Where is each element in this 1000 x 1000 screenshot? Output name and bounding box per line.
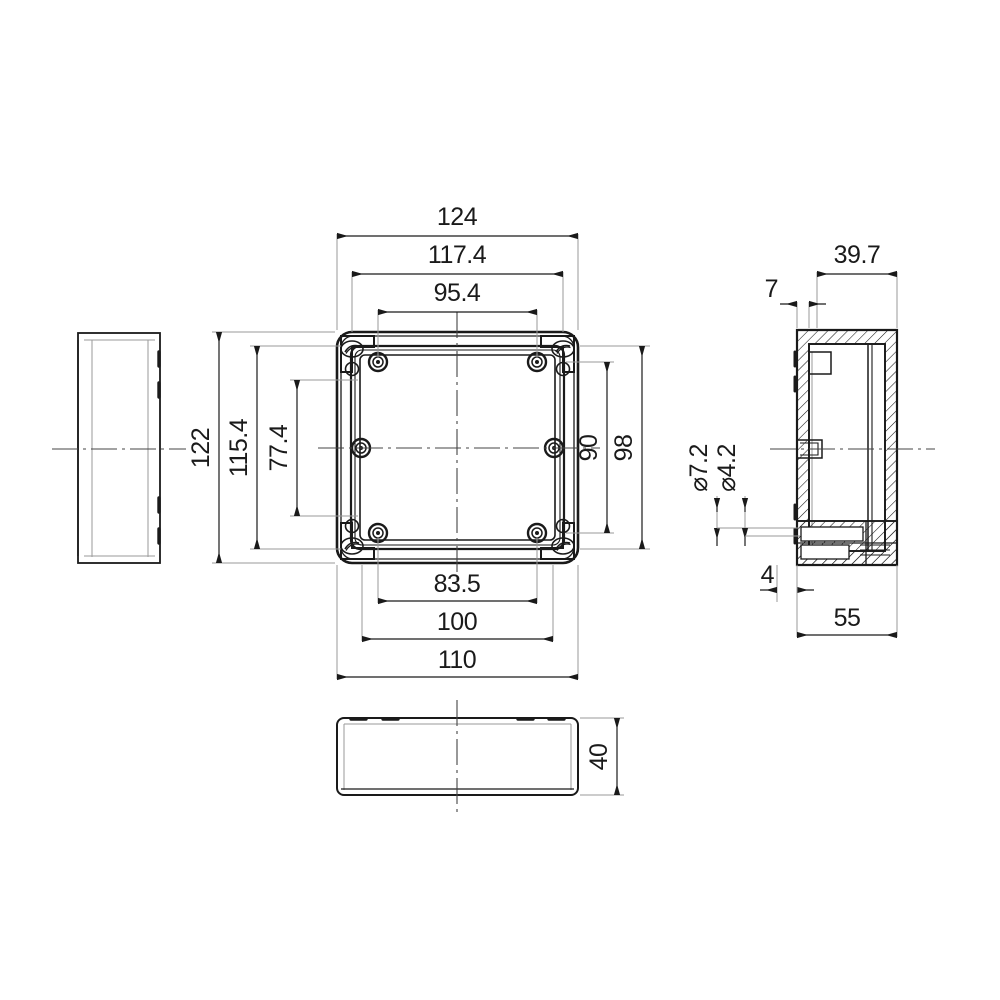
dim-7: 7	[765, 275, 778, 303]
dimension-group-left: 122 115.4 77.4	[187, 331, 358, 564]
dim-39-7: 39.7	[834, 241, 881, 269]
view-right-section	[770, 328, 935, 567]
dia-symbol-4-2: ⌀	[713, 477, 741, 492]
dim-4: 4	[761, 561, 775, 589]
dim-110: 110	[438, 646, 476, 674]
dim-83-5: 83.5	[434, 570, 481, 598]
dimension-group-right: 90 98	[566, 345, 650, 550]
corner-lug-top-left	[340, 335, 375, 377]
dimension-group-bottom: 83.5 100 110	[336, 537, 579, 681]
dim-115-4: 115.4	[225, 418, 253, 477]
corner-lug-top-right	[540, 335, 575, 377]
dim-122: 122	[187, 428, 215, 468]
dim-98: 98	[610, 435, 638, 462]
dim-124: 124	[437, 203, 478, 231]
dia-symbol-7-2: ⌀	[685, 477, 713, 492]
corner-lug-bottom-left	[340, 518, 375, 560]
view-left-side-elevation	[52, 332, 186, 564]
dimension-group-top: 124 117.4 95.4	[336, 203, 579, 358]
corner-lug-bottom-right	[540, 518, 575, 560]
dim-117-4: 117.4	[428, 241, 487, 269]
dim-77-4: 77.4	[265, 424, 293, 471]
dim-55: 55	[834, 604, 861, 632]
dim-dia-4-2: ⌀4.2	[713, 444, 741, 492]
dim-90: 90	[575, 435, 603, 462]
dim-95-4: 95.4	[434, 279, 481, 307]
dimension-group-section: 39.7 7 ⌀7.2 ⌀4.2 4 55	[685, 241, 898, 639]
dim-40: 40	[585, 744, 613, 771]
dim-100: 100	[437, 608, 477, 636]
view-front-elevation: 40	[336, 700, 624, 812]
section-lid-interface	[796, 520, 898, 566]
dim-dia-7-2: ⌀7.2	[685, 444, 713, 492]
view-main-plan	[318, 312, 600, 585]
